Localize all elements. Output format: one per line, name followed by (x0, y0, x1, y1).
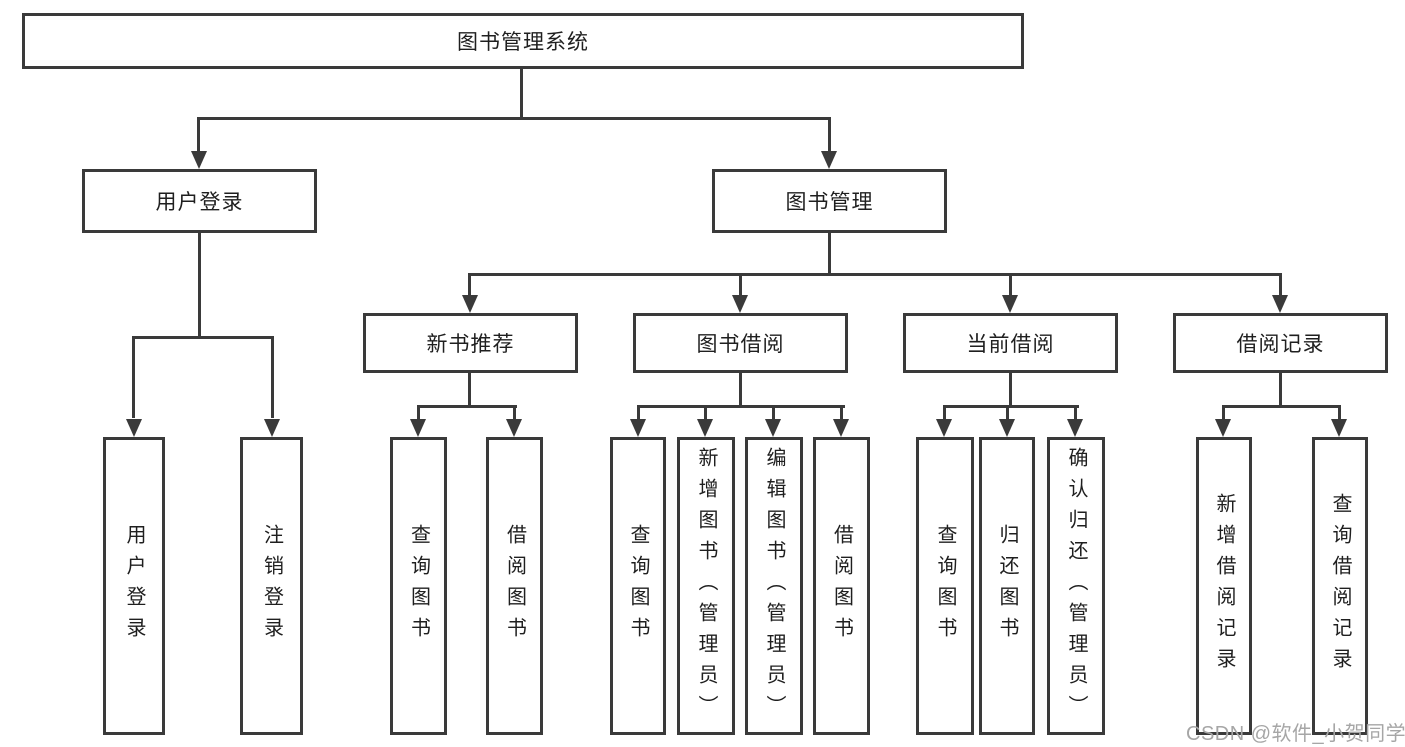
connector-line (132, 336, 135, 418)
node-book-management: 图书管理 (712, 169, 947, 233)
csdn-watermark: CSDN @软件_小贺同学 (1186, 723, 1405, 745)
connector-line (1009, 373, 1012, 407)
connector-line (943, 405, 946, 421)
connector-line (1279, 273, 1282, 297)
connector-line (840, 405, 843, 421)
connector-line (417, 405, 420, 421)
connector-line (1222, 405, 1225, 421)
connector-line (1009, 273, 1012, 297)
leaf-label: 新增借阅记录 (1213, 493, 1235, 679)
connector-line (772, 405, 775, 421)
leaf-label: 查询图书 (407, 524, 430, 648)
node-library-management-system: 图书管理系统 (22, 13, 1024, 69)
arrowhead-down-icon (506, 419, 522, 437)
arrowhead-down-icon (1272, 295, 1288, 313)
leaf-label: 确认归还（管理员） (1065, 446, 1087, 726)
connector-line (828, 233, 831, 275)
leaf-borrow-query-book: 查询图书 (610, 437, 666, 735)
leaf-label: 查询图书 (627, 524, 649, 648)
leaf-add-borrow-record: 新增借阅记录 (1196, 437, 1252, 735)
leaf-label: 借阅图书 (503, 524, 526, 648)
arrowhead-down-icon (732, 295, 748, 313)
node-user-login: 用户登录 (82, 169, 317, 233)
connector-line (417, 405, 517, 408)
node-current-borrow: 当前借阅 (903, 313, 1118, 373)
connector-line (1279, 373, 1282, 407)
connector-line (1006, 405, 1009, 421)
leaf-newbook-query-book: 查询图书 (390, 437, 447, 735)
connector-line (271, 336, 274, 418)
connector-line (704, 405, 707, 421)
leaf-add-book-admin: 新增图书（管理员） (677, 437, 735, 735)
connector-line (197, 117, 200, 153)
arrowhead-down-icon (630, 419, 646, 437)
leaf-logout: 注销登录 (240, 437, 303, 735)
connector-line (1338, 405, 1341, 421)
connector-line (132, 336, 274, 339)
connector-line (943, 405, 1079, 408)
arrowhead-down-icon (410, 419, 426, 437)
connector-line (637, 405, 640, 421)
arrowhead-down-icon (1067, 419, 1083, 437)
arrowhead-down-icon (126, 419, 142, 437)
leaf-label: 编辑图书（管理员） (763, 446, 785, 726)
connector-line (739, 373, 742, 407)
connector-line (828, 117, 831, 153)
arrowhead-down-icon (1215, 419, 1231, 437)
leaf-confirm-return-admin: 确认归还（管理员） (1047, 437, 1105, 735)
arrowhead-down-icon (697, 419, 713, 437)
connector-line (468, 373, 471, 407)
leaf-label: 用户登录 (123, 524, 145, 648)
arrowhead-down-icon (1331, 419, 1347, 437)
arrowhead-down-icon (1002, 295, 1018, 313)
connector-line (513, 405, 516, 421)
leaf-label: 查询图书 (934, 524, 956, 648)
arrowhead-down-icon (936, 419, 952, 437)
arrowhead-down-icon (462, 295, 478, 313)
leaf-label: 注销登录 (260, 524, 283, 648)
leaf-query-borrow-record: 查询借阅记录 (1312, 437, 1368, 735)
leaf-newbook-borrow-book: 借阅图书 (486, 437, 543, 735)
arrowhead-down-icon (833, 419, 849, 437)
connector-line (468, 273, 471, 297)
connector-line (198, 233, 201, 338)
connector-line (198, 117, 831, 120)
arrowhead-down-icon (821, 151, 837, 169)
leaf-label: 归还图书 (996, 524, 1018, 648)
node-new-book-recommend: 新书推荐 (363, 313, 578, 373)
leaf-return-book: 归还图书 (979, 437, 1035, 735)
node-borrow-records: 借阅记录 (1173, 313, 1388, 373)
arrowhead-down-icon (191, 151, 207, 169)
connector-line (1074, 405, 1077, 421)
connector-line (1222, 405, 1340, 408)
connector-line (468, 273, 1281, 276)
leaf-current-query-book: 查询图书 (916, 437, 974, 735)
arrowhead-down-icon (999, 419, 1015, 437)
leaf-label: 新增图书（管理员） (695, 446, 717, 726)
arrowhead-down-icon (765, 419, 781, 437)
leaf-user-login: 用户登录 (103, 437, 165, 735)
leaf-borrow-borrow-book: 借阅图书 (813, 437, 870, 735)
leaf-edit-book-admin: 编辑图书（管理员） (745, 437, 803, 735)
connector-line (637, 405, 845, 408)
connector-line (520, 69, 523, 119)
arrowhead-down-icon (264, 419, 280, 437)
node-book-borrow: 图书借阅 (633, 313, 848, 373)
leaf-label: 查询借阅记录 (1329, 493, 1351, 679)
leaf-label: 借阅图书 (830, 524, 853, 648)
connector-line (739, 273, 742, 297)
